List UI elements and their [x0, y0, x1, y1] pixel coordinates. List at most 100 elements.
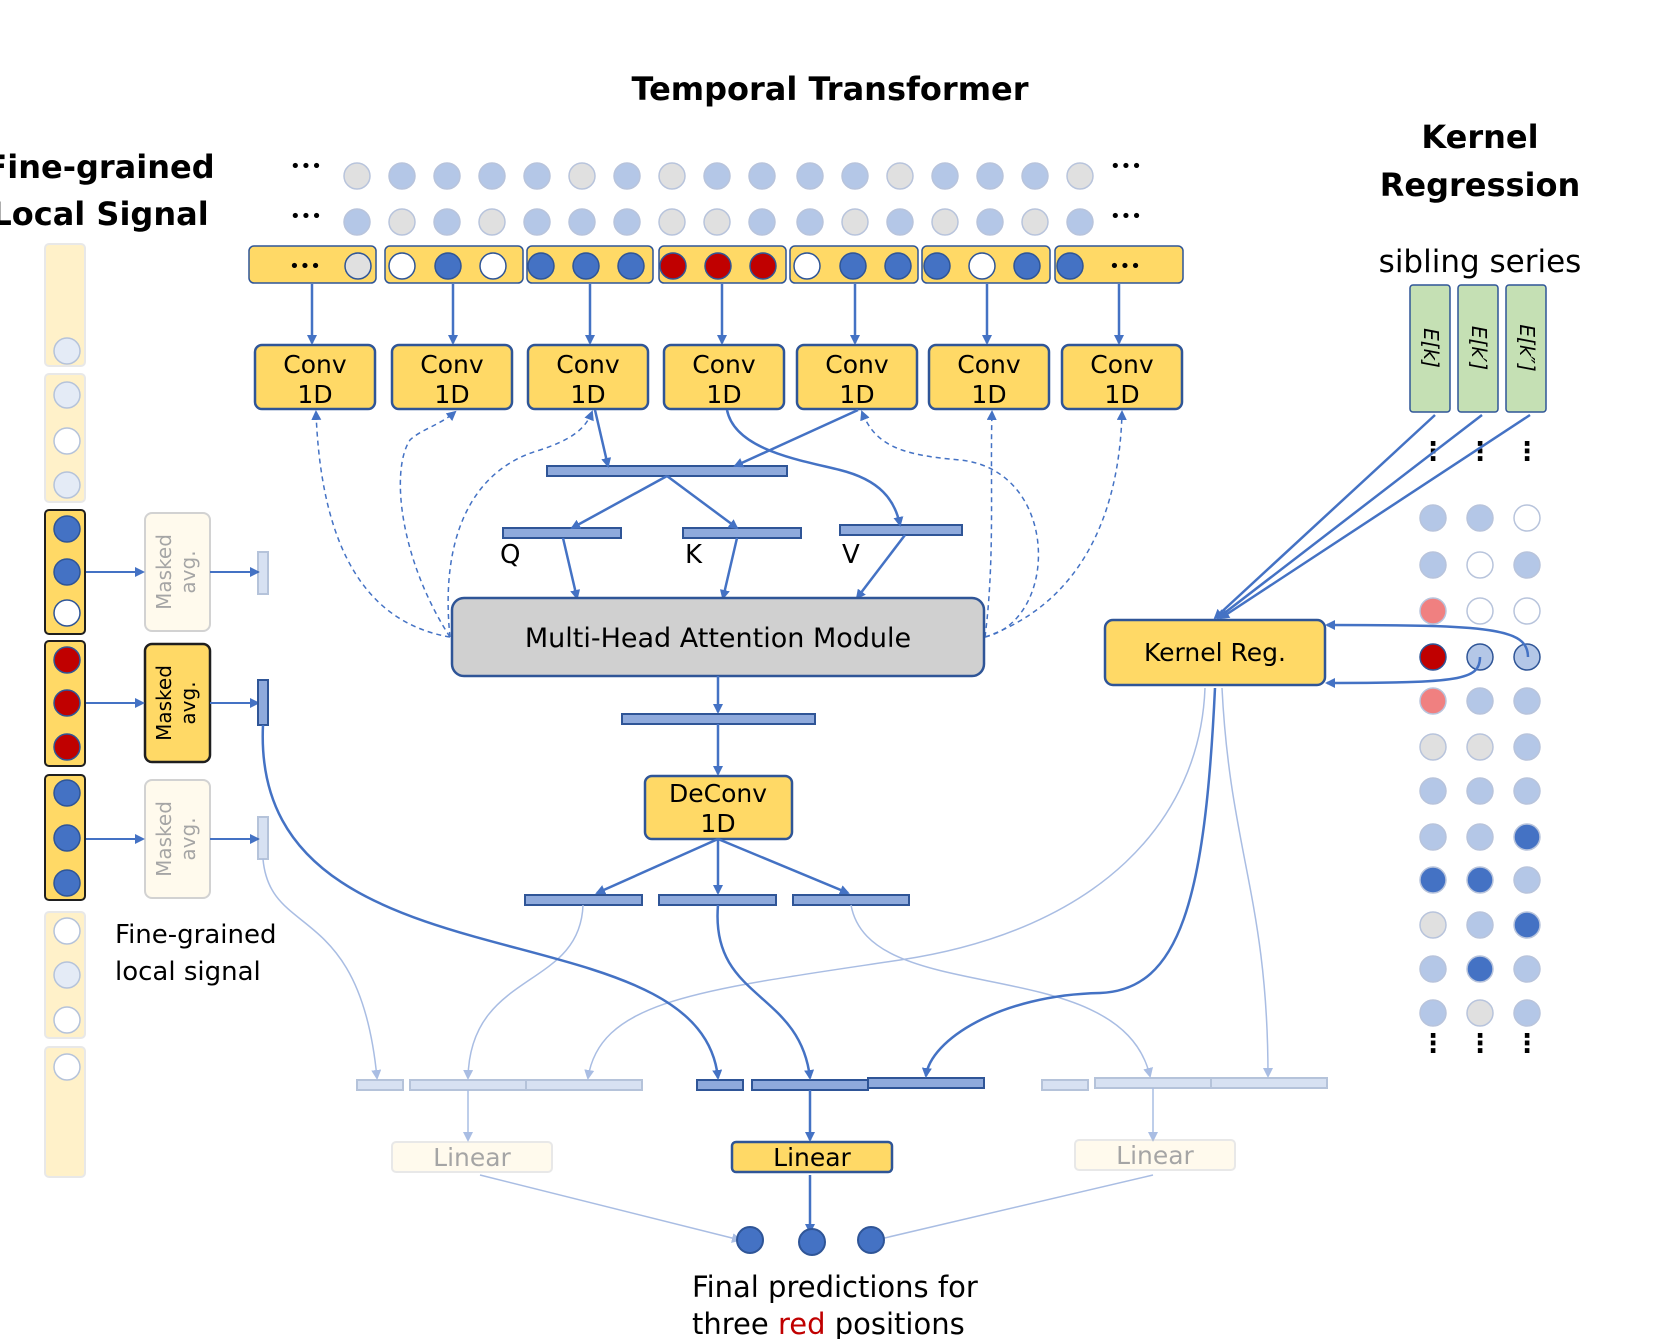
top-row2-dot [796, 208, 824, 236]
top-row2-dot [613, 208, 641, 236]
segment-dot [434, 252, 462, 280]
deconv-out-bar-2 [658, 894, 777, 906]
linear-box-center: Linear [730, 1140, 894, 1174]
sibling-dot [1466, 999, 1494, 1027]
local-dot [53, 779, 81, 807]
linear-box-right: Linear [1074, 1139, 1236, 1171]
row1-ellipsis-right: ••• [1110, 156, 1142, 177]
conv-label-line1: Conv [825, 350, 889, 379]
top-row2-dot [703, 208, 731, 236]
sibling-dot [1466, 955, 1494, 983]
top-row1-dot [931, 162, 959, 190]
top-row2-dot [886, 208, 914, 236]
vertical-ellipsis: ⋮ [1467, 1029, 1493, 1059]
top-row1-dot [478, 162, 506, 190]
linear-center-label: Linear [773, 1143, 851, 1172]
top-row1-dot [658, 162, 686, 190]
segment-dot [388, 252, 416, 280]
top-row2-dot [748, 208, 776, 236]
local-dot [53, 471, 81, 499]
sibling-dot [1513, 551, 1541, 579]
sibling-dot [1419, 551, 1447, 579]
output-bars [356, 1077, 1328, 1091]
masked-avg-box-2: Masked avg. [143, 642, 212, 764]
deconv-out-bar-3 [792, 894, 910, 906]
sibling-dot [1419, 597, 1447, 625]
masked-avg-1-line2: avg. [176, 550, 200, 593]
input-segment-3 [526, 245, 654, 284]
final-caption-red: red [778, 1307, 826, 1339]
top-row1-dot [523, 162, 551, 190]
conv-label-line1: Conv [283, 350, 347, 379]
top-row2-dot [841, 208, 869, 236]
sibling-tag-label: E[k] [1419, 328, 1443, 368]
top-row2-dot [658, 208, 686, 236]
masked-avg-group: Masked avg. Masked avg. Masked avg. [86, 512, 269, 899]
top-row1-dot [886, 162, 914, 190]
segment-dot [527, 252, 555, 280]
sibling-dot [1513, 733, 1541, 761]
local-dot [53, 869, 81, 897]
local-window-2 [44, 373, 86, 503]
input-segments: •••••• [248, 245, 1184, 284]
masked-avg-3-line1: Masked [152, 801, 176, 877]
segment-dot [839, 252, 867, 280]
sibling-dot [1466, 597, 1494, 625]
sibling-dot [1513, 999, 1541, 1027]
attention-output-bar [621, 713, 816, 725]
sibling-dot [1466, 777, 1494, 805]
token-bar [546, 465, 788, 477]
top-row1-dot [796, 162, 824, 190]
local-dot [53, 599, 81, 627]
local-window-3 [44, 509, 86, 635]
sibling-dot [1513, 823, 1541, 851]
masked-avg-2-line2: avg. [176, 681, 200, 724]
sibling-dot [1419, 687, 1447, 715]
local-caption-line2: local signal [115, 957, 261, 987]
conv-label-line1: Conv [957, 350, 1021, 379]
local-caption-line1: Fine-grained [115, 920, 276, 950]
conv-label-line2: 1D [1104, 380, 1139, 409]
top-row1-dot [976, 162, 1004, 190]
local-dot [53, 381, 81, 409]
local-dot [53, 515, 81, 543]
top-dot-rows [343, 162, 1094, 236]
prediction-dot-2 [798, 1228, 826, 1256]
k-label: K [685, 540, 703, 570]
sibling-dot [1419, 911, 1447, 939]
input-segment-5 [789, 245, 919, 284]
segment-dot [572, 252, 600, 280]
sibling-dot [1513, 911, 1541, 939]
row1-ellipsis-left: ••• [290, 156, 322, 177]
local-dot [53, 337, 81, 365]
sibling-dot [1513, 955, 1541, 983]
conv-label-line1: Conv [692, 350, 756, 379]
segment-dot [617, 252, 645, 280]
top-row1-dot [568, 162, 596, 190]
concat-transformer-bar [751, 1079, 869, 1091]
segment-ellipsis: ••• [289, 256, 321, 277]
conv-label-line2: 1D [971, 380, 1006, 409]
kernel-regression-title-line1: Kernel [1421, 118, 1538, 156]
conv-label-line2: 1D [839, 380, 874, 409]
row2-ellipsis-left: ••• [290, 206, 322, 227]
vertical-ellipsis: ⋮ [1514, 437, 1540, 467]
sibling-dot [1466, 687, 1494, 715]
local-window-6 [44, 911, 86, 1039]
sibling-dot-columns: ⋮⋮⋮⋮⋮⋮ [1419, 437, 1541, 1059]
local-red-dot [53, 733, 81, 761]
masked-avg-box-3: Masked avg. [144, 779, 211, 899]
top-row2-dot [478, 208, 506, 236]
conv-label-line2: 1D [434, 380, 469, 409]
local-dot [53, 427, 81, 455]
sibling-dot [1466, 823, 1494, 851]
top-row2-dot [568, 208, 596, 236]
final-caption-line2: three red positions [692, 1307, 965, 1339]
local-red-dot [53, 689, 81, 717]
sibling-tag-3: E[k″] [1505, 284, 1547, 413]
sibling-target-dot [1419, 643, 1447, 671]
masked-avg-1-line1: Masked [152, 534, 176, 610]
